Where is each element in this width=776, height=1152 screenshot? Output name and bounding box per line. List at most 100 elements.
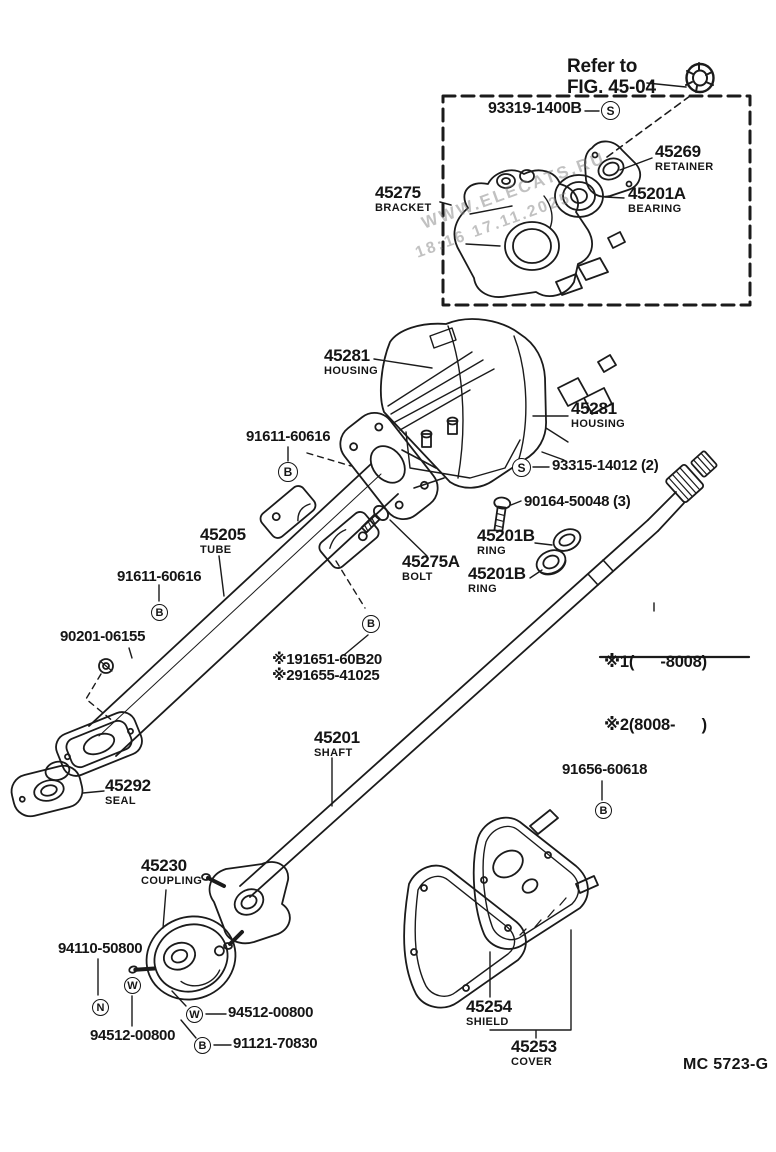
fastener-symbol-s-93319: S [601,101,620,120]
bearing-drawing [554,110,625,218]
fastener-symbol-b-91121: B [194,1037,211,1054]
part-number: 45230 [141,856,187,875]
part-number: 45254 [466,997,512,1016]
production-period-legend: ※1( -8008) ※2(8008- ) [604,610,707,778]
leader-lines [97,446,751,1046]
part-number: 45275A [402,552,460,571]
part-label-94110-50800: 94110-50800 [58,940,143,957]
part-number: 91121-70830 [233,1035,318,1052]
part-label-93319-1400b: 93319-1400B [488,100,582,118]
bracket-drawing [439,169,626,298]
seal-drawing [10,760,84,818]
figure-reference-line2: FIG. 45-04 [567,77,656,98]
figure-reference-line1: Refer to [567,56,638,77]
fastener-symbol-b-191651: B [362,615,380,633]
tube-bracket-upper [259,485,317,539]
part-number: 93315-14012 (2) [552,457,659,474]
tube-flange-drawing [339,411,439,521]
retainer-drawing [584,140,653,198]
part-number: 45201A [628,184,686,203]
bolt-90164-drawing [493,496,512,533]
part-name: RING [477,544,507,557]
bracket-detail-box [441,94,752,307]
shaft-drawing [239,491,685,898]
part-label-91611-60616-left: 91611-60616 [117,569,202,585]
legend-line1: ※1( -8008) [604,653,707,671]
fastener-symbol-w-94512-right: W [186,1006,203,1023]
tube-lower-flange [55,711,143,777]
part-number: 45253 [511,1037,557,1056]
part-number: 45292 [105,776,151,795]
part-number: 45275 [375,183,421,202]
part-name: HOUSING [571,417,626,430]
part-label-291655-41025: ※291655-41025 [272,667,380,684]
cover-drawing [472,809,599,950]
part-number: 45201B [468,564,526,583]
part-name: COUPLING [141,874,203,887]
shield-drawing [403,864,527,1009]
ring-leaders [529,542,553,579]
part-name: RETAINER [655,160,714,173]
bolt-45275a-drawing [360,505,389,534]
part-name: SEAL [105,794,136,807]
part-name: TUBE [200,543,232,556]
coupling-drawing [128,915,237,1001]
shaft-spline-tip [690,450,718,478]
figure-reference: Refer to FIG. 45-04 [567,56,656,98]
tube-drawing [88,463,399,757]
fastener-symbol-s-93315: S [512,458,531,477]
part-number: 45269 [655,142,701,161]
part-number: 94512-00800 [90,1027,176,1044]
part-name: HOUSING [324,364,379,377]
bolt-90164-leader [510,500,522,506]
seal-leader [82,790,105,794]
part-label-90164-50048: 90164-50048 (3) [524,493,631,510]
fastener-symbol-b-91611-top: B [278,462,298,482]
part-label-94512-00800-left: 94512-00800 [90,1028,175,1044]
part-number: ※291655-41025 [272,667,380,684]
part-name: COVER [511,1055,553,1068]
fastener-symbol-b-91611-left: B [151,604,168,621]
part-name: SHIELD [466,1015,509,1028]
part-number: 91656-60618 [562,761,648,778]
part-number: 45201 [314,728,360,747]
fig-ref-nut-drawing [606,62,715,158]
part-number: 93319-1400B [488,100,582,117]
part-name: SHAFT [314,746,353,759]
part-name: BRACKET [375,201,432,214]
dashed-leader-lines [85,452,366,723]
fastener-symbol-b-91656: B [595,802,612,819]
part-label-94512-00800-right: 94512-00800 [228,1005,313,1021]
part-number: 90201-06155 [60,628,146,645]
part-number: 45281 [571,399,617,418]
part-name: BEARING [628,202,682,215]
ring-lower-drawing [535,549,567,576]
part-number: 94512-00800 [228,1004,314,1021]
part-label-91611-60616-top: 91611-60616 [246,429,331,445]
part-number: 94110-50800 [58,940,143,957]
part-number: 90164-50048 (3) [524,493,631,510]
part-label-93315-14012: 93315-14012 (2) [552,457,659,474]
part-number: 45205 [200,525,246,544]
tube-bracket-lower [318,511,380,569]
part-name: RING [468,582,498,595]
part-label-191651-60b20: ※191651-60B20 [272,652,382,668]
fastener-symbol-n-94110: N [92,999,109,1016]
legend-line2: ※2(8008- ) [604,716,707,734]
part-number: ※191651-60B20 [272,651,382,668]
grommet-90201-drawing [98,658,114,674]
